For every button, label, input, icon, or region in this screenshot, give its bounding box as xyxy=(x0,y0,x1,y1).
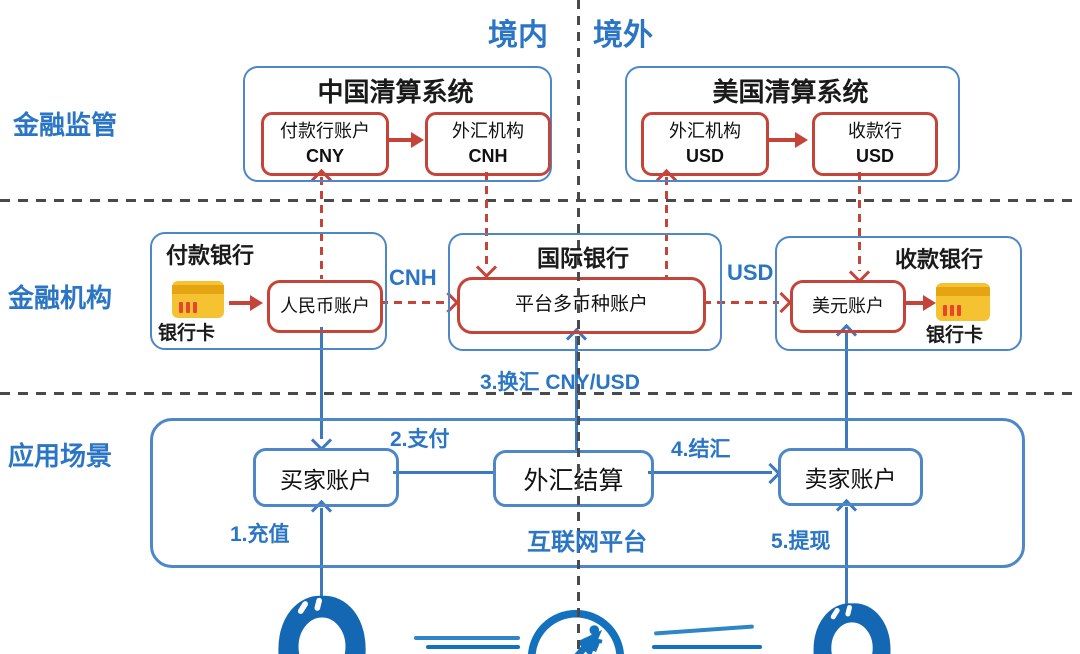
intl-bank-box xyxy=(448,233,722,351)
payer-bank-clearing-account-node: 付款行账户 CNY xyxy=(261,112,389,176)
platform-multicurrency-account-node: 平台多币种账户 xyxy=(457,277,706,334)
seller-account-node: 卖家账户 xyxy=(778,448,923,506)
pay-flow-label: 2.支付 xyxy=(390,428,450,451)
clearing-to-usd-account-dashed-line xyxy=(858,172,861,271)
speed-line xyxy=(653,624,755,636)
card-stripe xyxy=(193,302,197,313)
platform-to-usd-dashed-line xyxy=(703,301,779,304)
application-row-divider xyxy=(0,392,1080,395)
china-clearing-title: 中国清算系统 xyxy=(317,77,474,107)
card-stripe xyxy=(957,305,961,316)
card-stripe xyxy=(950,305,954,316)
cny-to-cnh-arrowhead xyxy=(411,132,424,148)
settle-flow-label: 4.结汇 xyxy=(671,438,731,461)
usdfx-to-payee-arrow-line xyxy=(767,138,797,142)
withdraw-flow-label: 5.提现 xyxy=(771,530,831,553)
seller-to-usd-line xyxy=(845,332,848,448)
payee-bank-box xyxy=(775,236,1022,351)
cnh-flow-label: CNH xyxy=(389,265,437,290)
platform-to-usdfx-dashed-line xyxy=(665,177,668,277)
cny-to-cnh-arrow-line xyxy=(387,138,413,142)
region-label-domestic: 境内 xyxy=(488,19,548,52)
usd-fx-institution-label: 外汇机构 xyxy=(669,120,741,141)
china-clearing-box xyxy=(243,66,552,182)
card-stripe xyxy=(179,302,183,313)
usd-account-node: 美元账户 xyxy=(790,280,906,333)
rmb-to-buyer-line xyxy=(320,327,323,439)
row-label-application: 应用场景 xyxy=(8,441,113,471)
payee-bank-title: 收款银行 xyxy=(895,247,984,272)
region-label-overseas: 境外 xyxy=(593,19,653,52)
topup-line xyxy=(320,508,323,604)
payee-card-label: 银行卡 xyxy=(926,325,984,346)
fx-to-seller-line xyxy=(648,471,772,474)
card-stripe xyxy=(943,305,947,316)
row-label-institution: 金融机构 xyxy=(8,283,113,313)
us-clearing-title: 美国清算系统 xyxy=(712,77,869,107)
row-label-regulation: 金融监管 xyxy=(13,110,118,140)
internet-platform-label: 互联网平台 xyxy=(527,529,647,556)
bank-card-icon xyxy=(172,281,224,318)
card-stripe xyxy=(186,302,190,313)
payer-bank-box xyxy=(150,232,387,350)
payer-clearing-currency: CNY xyxy=(305,146,344,166)
buyer-to-fx-line xyxy=(393,471,493,474)
rmb-to-platform-dashed-line xyxy=(380,301,446,304)
rmb-to-clearing-dashed-line xyxy=(320,177,323,279)
cnh-fx-institution-label: 外汇机构 xyxy=(452,120,524,141)
topup-flow-label: 1.充值 xyxy=(230,523,290,546)
speed-line xyxy=(426,645,520,649)
buyer-person-icon xyxy=(278,595,366,654)
buyer-account-node: 买家账户 xyxy=(253,448,399,507)
usd-to-card-arrowhead xyxy=(923,295,936,311)
card-band xyxy=(172,285,224,294)
usd-fx-institution-node: 外汇机构 USD xyxy=(641,112,769,176)
intl-bank-title: 国际银行 xyxy=(537,245,629,271)
fx-settlement-node: 外汇结算 xyxy=(493,450,654,507)
usdfx-to-payee-arrowhead xyxy=(795,132,808,148)
bank-card-icon xyxy=(936,283,990,321)
card-to-rmb-arrow-line xyxy=(229,301,252,305)
speed-line xyxy=(652,645,762,649)
card-band xyxy=(936,287,990,296)
domestic-overseas-divider xyxy=(577,0,580,654)
cnh-fx-institution-node: 外汇机构 CNH xyxy=(425,112,551,176)
payer-bank-title: 付款银行 xyxy=(166,243,255,268)
internet-platform-box xyxy=(150,418,1025,568)
payee-bank-clearing-node: 收款行 USD xyxy=(812,112,938,176)
payer-clearing-account-label: 付款行账户 xyxy=(280,120,370,141)
speed-line xyxy=(414,636,520,640)
payee-clearing-label: 收款行 xyxy=(848,120,902,141)
cnh-fx-currency: CNH xyxy=(468,146,508,166)
fx-to-platform-line xyxy=(575,336,578,450)
usd-to-card-arrow-line xyxy=(903,301,925,305)
rmb-account-node: 人民币账户 xyxy=(267,280,383,333)
payee-clearing-currency: USD xyxy=(855,146,894,166)
card-to-rmb-arrowhead xyxy=(250,295,263,311)
exchange-flow-label: 3.换汇 CNY/USD xyxy=(480,371,640,394)
usd-fx-currency: USD xyxy=(685,146,724,166)
usd-flow-label: USD xyxy=(727,260,774,285)
seller-person-icon xyxy=(813,603,891,654)
us-clearing-box xyxy=(625,66,960,182)
cnh-to-platform-dashed-line xyxy=(485,172,488,266)
globe-plane-icon xyxy=(527,609,625,654)
payer-card-label: 银行卡 xyxy=(158,323,216,344)
withdraw-line xyxy=(845,507,848,607)
regulation-row-divider xyxy=(0,199,1080,202)
